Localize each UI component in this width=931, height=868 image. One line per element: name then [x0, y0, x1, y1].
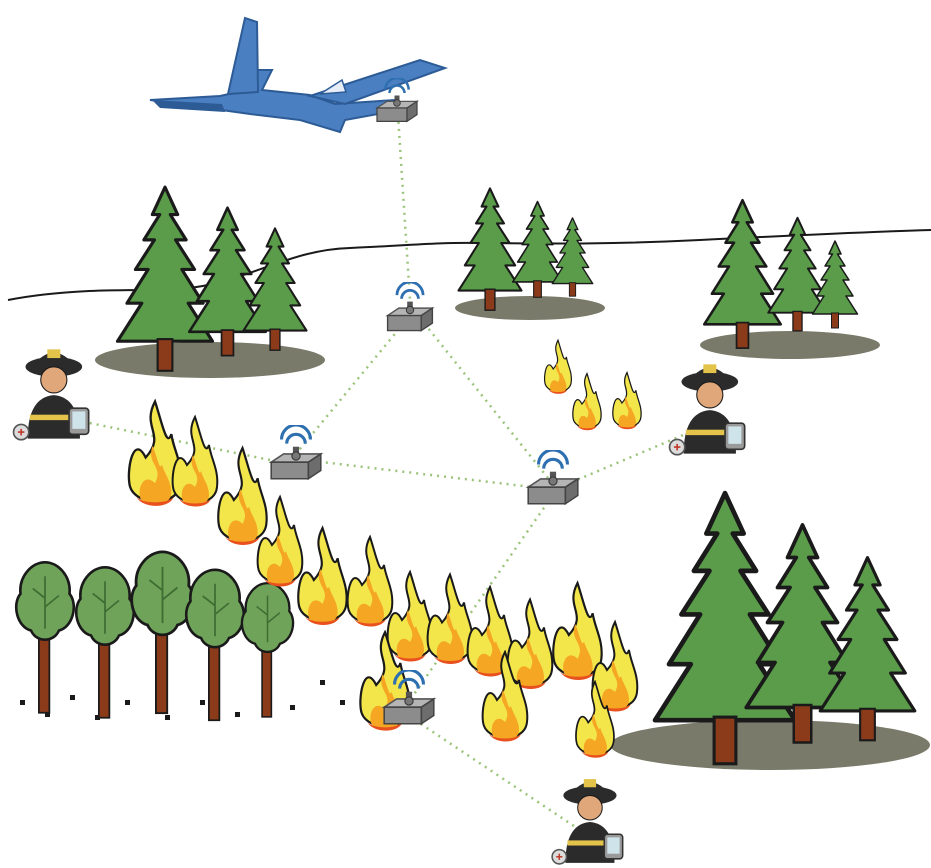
- link-plane-node: [398, 115, 410, 300]
- fire-small: [545, 340, 642, 430]
- deciduous-tree-icon: [186, 570, 244, 721]
- deciduous-tree-icon: [76, 567, 134, 718]
- flame-icon: [298, 528, 346, 625]
- flame-icon: [388, 572, 433, 662]
- ground-shadow: [455, 296, 605, 320]
- link-left-right: [305, 460, 540, 488]
- ground-dots: [20, 680, 345, 720]
- pine-tree-icon: [813, 241, 858, 328]
- pine-tree-icon: [704, 200, 781, 348]
- pine-cluster-right: [700, 200, 880, 359]
- pine-tree-icon: [459, 188, 522, 310]
- ground-shadow: [700, 331, 880, 359]
- pine-cluster-middle: [455, 188, 605, 320]
- flame-icon: [573, 374, 601, 431]
- link-top-left: [295, 318, 408, 455]
- deciduous-tree-icon: [16, 562, 74, 713]
- flame-icon: [508, 600, 553, 690]
- pine-tree-icon: [552, 218, 593, 296]
- flame-icon: [348, 537, 393, 627]
- flame-icon: [553, 583, 601, 680]
- flame-icon: [545, 340, 572, 394]
- flame-icon: [218, 448, 266, 545]
- deciduous-tree-icon: [242, 583, 293, 717]
- pine-cluster-left: [95, 187, 325, 378]
- firefighter-icon: [14, 349, 89, 439]
- flame-icon: [613, 373, 641, 430]
- firefighter-icon: [552, 779, 623, 864]
- flame-icon: [173, 417, 218, 507]
- link-top-right: [420, 318, 548, 478]
- link-right-fighter: [565, 430, 695, 485]
- pine-cluster-front: [610, 493, 930, 770]
- wireless-sensor-node-icon: [528, 450, 578, 504]
- deciduous-tree-icon: [132, 552, 194, 713]
- flame-icon: [428, 575, 473, 665]
- firefighter-icon: [670, 364, 745, 454]
- ground-shadow: [610, 720, 930, 770]
- ground-shadow: [95, 342, 325, 378]
- wireless-sensor-node-icon: [388, 282, 433, 331]
